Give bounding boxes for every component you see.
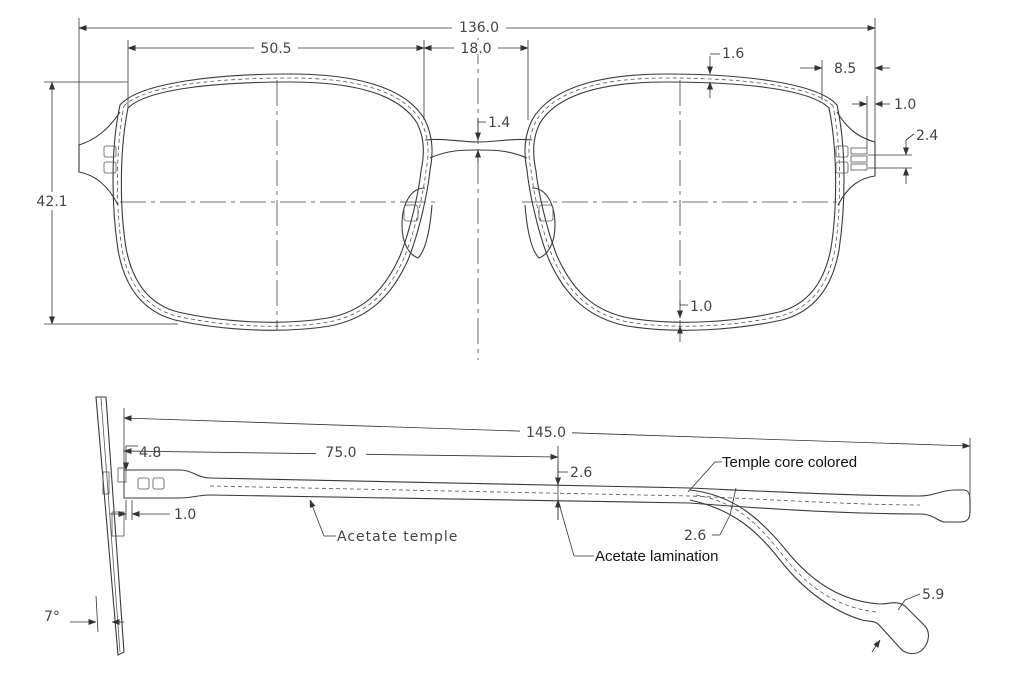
dim-tip-width-label: 5.9 (922, 587, 944, 603)
acetate-temple-label: Acetate temple (337, 529, 458, 545)
dim-endpiece: 8.5 (800, 60, 890, 100)
label-temple-core: Temple core colored (687, 454, 857, 493)
dim-to-bend-label: 75.0 (325, 445, 356, 461)
centre-lines (120, 38, 840, 360)
dim-tip-width: 5.9 (871, 587, 944, 653)
dim-overall-width-label: 136.0 (459, 20, 499, 36)
left-rim (78, 73, 433, 331)
dim-lens-height-label: 42.1 (36, 194, 67, 210)
dim-core-width-label: 2.6 (684, 528, 706, 544)
dim-temple-mid-height: 2.6 (555, 462, 592, 520)
dim-rim-bottom-label: 1.0 (690, 299, 712, 315)
dim-hinge-gap-label: 1.0 (174, 507, 196, 523)
dim-lens-width-label: 50.5 (260, 41, 291, 57)
dim-temple-front-height: 4.8 (123, 445, 161, 471)
dim-temple-length-label: 145.0 (526, 425, 566, 441)
label-acetate-temple: Acetate temple (309, 499, 458, 545)
front-view: 136.0 50.5 18.0 1.4 1 (32, 18, 938, 360)
dim-bridge-thickness-label: 1.4 (488, 115, 510, 131)
dim-rim-bottom: 1.0 (677, 299, 712, 342)
dim-hinge-gap: 1.0 (110, 500, 196, 523)
dim-hinge-offset: 1.0 (852, 96, 916, 148)
lamination-arm (689, 489, 929, 655)
dim-endpiece-label: 8.5 (834, 61, 856, 77)
dim-pantoscopic-angle-label: 7° (44, 609, 60, 625)
dim-lens-width: 50.5 (127, 40, 425, 120)
dim-bridge-thickness: 1.4 (475, 115, 510, 162)
dim-pantoscopic-angle: 7° (44, 595, 124, 633)
dim-overall-width: 136.0 (78, 18, 876, 145)
dim-temple-length: 145.0 (123, 408, 971, 495)
dim-core-width: 2.6 (684, 487, 737, 544)
temple (123, 469, 971, 523)
frame-side-profile (95, 396, 127, 656)
dim-bridge-width-label: 18.0 (460, 41, 491, 57)
dim-hinge-offset-label: 1.0 (894, 97, 916, 113)
bridge (424, 138, 533, 143)
dim-hinge-height-label: 2.4 (916, 128, 938, 144)
temple-core-label: Temple core colored (722, 454, 857, 471)
acetate-lamination-label: Acetate lamination (595, 548, 718, 565)
dim-temple-mid-height-label: 2.6 (570, 465, 592, 481)
side-view: 145.0 75.0 4.8 2.6 1.0 (44, 396, 971, 656)
dim-bridge-width: 18.0 (423, 40, 529, 120)
right-rim (524, 73, 876, 331)
dim-rim-top-label: 1.6 (722, 46, 744, 62)
dim-hinge-height: 2.4 (868, 128, 938, 184)
dim-rim-top: 1.6 (707, 46, 744, 98)
dim-lens-height: 42.1 (32, 81, 178, 325)
label-acetate-lamination: Acetate lamination (557, 499, 718, 565)
dim-temple-front-height-label: 4.8 (139, 445, 161, 461)
